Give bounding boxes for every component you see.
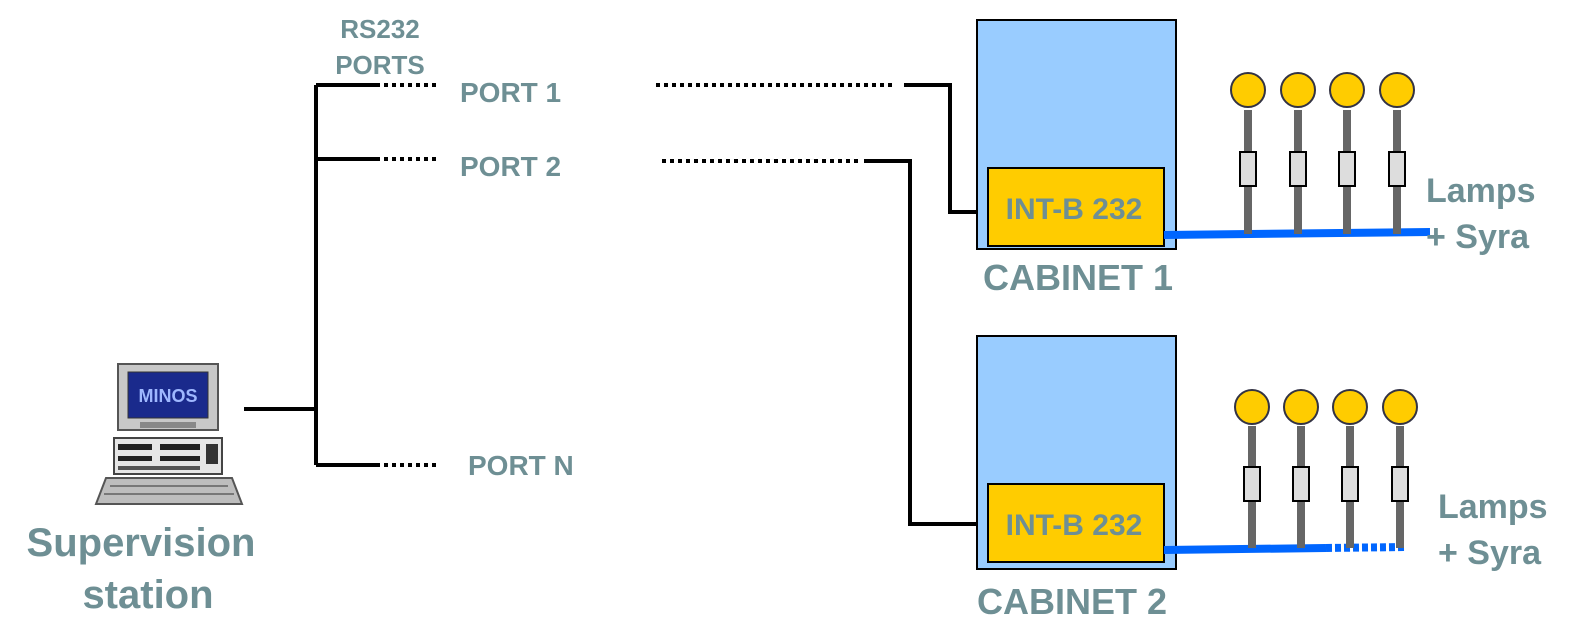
port-1-label: PORT 1 bbox=[460, 77, 561, 108]
module-2-label: INT-B 232 bbox=[1006, 509, 1143, 542]
syra-label-1: + Syra bbox=[1426, 218, 1530, 256]
lamp-icon bbox=[1329, 72, 1365, 234]
link-port-1 bbox=[656, 83, 988, 214]
rs232-label: RS232 bbox=[340, 14, 420, 44]
lamp-icon bbox=[1332, 389, 1368, 548]
lamp-icon bbox=[1234, 389, 1270, 548]
int-b-module-1 bbox=[987, 167, 1165, 247]
lamp-icon bbox=[1379, 72, 1415, 234]
lamps-label-1: Lamps bbox=[1426, 172, 1536, 210]
station-label: Supervision bbox=[27, 521, 256, 565]
lamp-icon bbox=[1230, 72, 1266, 234]
cabinet-2: INT-B 232 bbox=[976, 335, 1177, 570]
syra-label-2: + Syra bbox=[1438, 534, 1542, 572]
computer-icon: MINOS bbox=[94, 363, 244, 505]
link-port-2 bbox=[662, 159, 988, 526]
lamp-icon bbox=[1283, 389, 1319, 548]
module-1-label: INT-B 232 bbox=[1006, 193, 1143, 226]
lamp-group-2 bbox=[1234, 389, 1418, 548]
cabinet-1: INT-B 232 bbox=[976, 19, 1177, 250]
port-2-label: PORT 2 bbox=[460, 151, 561, 182]
bus-line-2 bbox=[1163, 544, 1327, 554]
lamp-group-1 bbox=[1230, 72, 1415, 234]
cabinet-1-label: CABINET 1 bbox=[983, 257, 1173, 298]
lamp-icon bbox=[1280, 72, 1316, 234]
lamp-icon bbox=[1382, 389, 1418, 548]
port-n-label: PORT N bbox=[468, 450, 574, 481]
port-tree bbox=[244, 83, 440, 467]
bus-line-2-dashed bbox=[1325, 543, 1407, 552]
int-b-module-2 bbox=[987, 483, 1165, 563]
cabinet-2-label: CABINET 2 bbox=[977, 581, 1167, 622]
station-label-line2: station bbox=[82, 573, 213, 617]
ports-label: PORTS bbox=[335, 50, 425, 80]
lamps-label-2: Lamps bbox=[1438, 488, 1548, 526]
screen-logo: MINOS bbox=[138, 386, 197, 406]
